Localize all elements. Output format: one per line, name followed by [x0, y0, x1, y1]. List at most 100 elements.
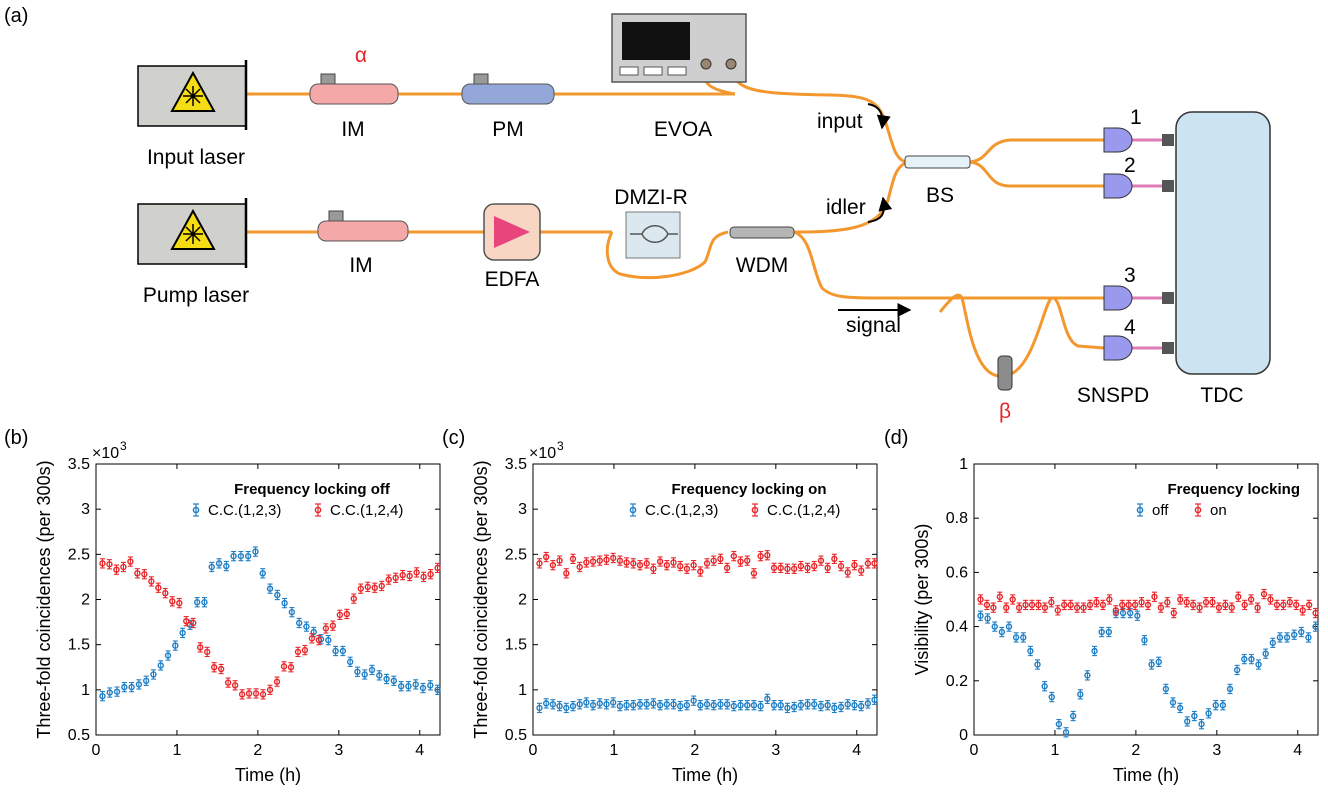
data-point: [1048, 599, 1055, 606]
data-point: [1267, 596, 1274, 603]
data-point: [1312, 609, 1319, 617]
y-tick-label: 3.5: [68, 456, 90, 473]
data-point: [737, 558, 744, 565]
data-point: [1177, 596, 1184, 603]
data-point: [1205, 710, 1212, 717]
data-point: [1015, 604, 1023, 611]
x-tick-label: 0: [529, 742, 538, 759]
data-point: [757, 702, 764, 710]
data-point: [1305, 601, 1313, 609]
data-point: [301, 646, 309, 654]
data-point: [703, 560, 711, 567]
data-point: [569, 702, 577, 710]
signal-arrow-label: signal: [846, 314, 901, 337]
data-point: [266, 585, 274, 592]
y-exponent-power: 3: [120, 439, 127, 453]
fiber-wdm-to-signal: [793, 230, 1104, 300]
data-point: [385, 576, 392, 583]
data-point: [770, 701, 778, 709]
data-point: [343, 610, 351, 618]
y-tick-label: 0.6: [946, 564, 968, 581]
data-point: [179, 629, 186, 637]
legend-title: Frequency locking on: [671, 481, 826, 498]
data-point: [169, 598, 176, 605]
data-point: [683, 701, 691, 709]
data-point: [536, 704, 543, 712]
data-point: [141, 571, 148, 578]
data-point: [295, 619, 303, 627]
data-point: [1073, 604, 1081, 611]
input-arrow-label: input: [817, 110, 863, 133]
data-point: [1141, 636, 1148, 644]
dmzi-r-device: [625, 211, 681, 259]
data-point: [643, 560, 650, 567]
data-point: [1215, 604, 1223, 611]
data-point: [413, 569, 420, 576]
data-point: [121, 683, 128, 691]
data-point: [164, 652, 172, 659]
data-point: [325, 636, 332, 644]
data-point: [589, 558, 597, 565]
data-point: [1233, 666, 1241, 674]
data-point: [630, 701, 637, 709]
legend-title: Frequency locking: [1167, 481, 1300, 498]
data-point: [322, 625, 330, 632]
data-point: [790, 703, 798, 711]
data-point: [383, 675, 390, 683]
data-point: [616, 557, 624, 564]
x-axis-label: Time (h): [672, 765, 738, 785]
data-point: [977, 612, 984, 619]
data-point: [723, 701, 731, 708]
data-point: [623, 701, 630, 709]
data-point: [1286, 599, 1293, 606]
data-point: [412, 681, 419, 688]
data-point: [717, 701, 724, 708]
data-point: [1176, 704, 1184, 712]
detector-3-label: 3: [1124, 264, 1136, 287]
panel-label-a: (a): [4, 5, 28, 27]
data-point: [710, 557, 717, 564]
data-point: [1170, 609, 1178, 617]
plot-frame: [973, 463, 1319, 736]
data-point: [106, 689, 113, 696]
data-point: [1222, 601, 1229, 609]
pm-phase-modulator: [461, 73, 555, 105]
data-point: [364, 583, 371, 591]
data-point: [259, 691, 267, 698]
y-tick-label: 2.5: [505, 546, 527, 563]
data-point: [274, 591, 281, 599]
data-point: [1069, 712, 1077, 720]
idler-arrow-label: idler: [826, 196, 866, 219]
data-point: [643, 701, 650, 708]
data-point: [1062, 729, 1070, 736]
data-point: [690, 697, 697, 704]
edfa-amplifier: [483, 203, 541, 261]
data-point: [983, 601, 991, 609]
data-point: [851, 561, 858, 569]
data-point: [556, 702, 563, 710]
fiber-beta-branch: [938, 293, 1105, 378]
data-point: [536, 560, 543, 567]
data-point: [804, 564, 811, 572]
data-point: [730, 552, 738, 560]
data-point: [106, 561, 113, 568]
data-point: [549, 561, 557, 569]
data-point: [824, 701, 831, 709]
data-point: [703, 701, 711, 708]
data-point: [744, 701, 751, 709]
data-point: [134, 570, 141, 577]
data-point: [1022, 601, 1029, 609]
data-point: [201, 599, 208, 606]
data-point: [569, 555, 577, 563]
data-point: [1027, 647, 1034, 655]
data-point: [583, 559, 590, 566]
data-point: [1226, 685, 1234, 693]
x-tick-label: 1: [1050, 742, 1059, 759]
data-point: [1198, 720, 1205, 728]
y-tick-label: 0.5: [68, 727, 90, 744]
data-point: [1191, 712, 1198, 720]
data-point: [697, 568, 704, 575]
im-input-modulator: [309, 73, 399, 105]
data-point: [636, 701, 644, 708]
